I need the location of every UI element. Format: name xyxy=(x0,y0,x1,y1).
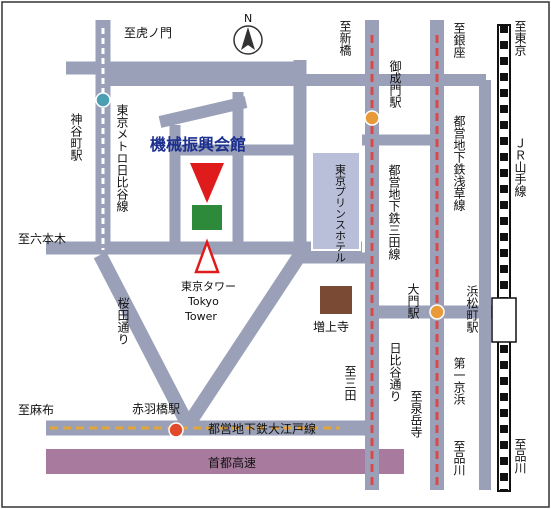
station-akabanebashi: 赤羽橋駅 xyxy=(132,402,180,416)
station-onarimon: 御成門駅 xyxy=(388,59,402,109)
tokyo-tower-icon xyxy=(194,238,220,274)
destination-marker xyxy=(190,163,224,203)
destination-building xyxy=(192,205,222,230)
line-oedo: 都営地下鉄大江戸線 xyxy=(208,421,316,436)
compass-letter: N xyxy=(244,12,252,25)
daimon-station-dot xyxy=(429,304,445,320)
road-tower-diagonal xyxy=(182,251,306,429)
line-asakusa: 都営地下鉄浅草線 xyxy=(452,115,466,211)
line-mita: 都営地下鉄三田線 xyxy=(387,164,401,260)
station-hamamatsucho: 浜松町駅 xyxy=(465,285,479,334)
line-hibiya: 東京メトロ日比谷線 xyxy=(115,104,129,212)
direction-shinagawa-2: 至品川 xyxy=(513,438,527,474)
direction-shinagawa-1: 至品川 xyxy=(452,440,466,476)
direction-roppongi: 至六本木 xyxy=(18,232,66,246)
street-sakuradadori: 桜田通り xyxy=(116,297,130,345)
direction-shinbashi: 至新橋 xyxy=(338,20,352,57)
destination-title: 機械振興会館 xyxy=(150,135,246,154)
road-diagonal-upper xyxy=(158,96,248,128)
onarimon-station-dot xyxy=(364,110,380,126)
tokyo-tower-en2: Tower xyxy=(184,310,217,323)
tokyo-tower-jp: 東京タワー xyxy=(181,279,236,293)
zojoji-label: 増上寺 xyxy=(313,320,349,334)
street-daiichikeihin: 第一京浜 xyxy=(452,357,466,405)
hotel-label: 東京プリンスホテル xyxy=(334,164,347,263)
akabanebashi-station-dot xyxy=(168,422,184,438)
line-expressway: 首都高速 xyxy=(208,455,256,470)
direction-tokyo: 至東京 xyxy=(513,20,527,57)
direction-azabu: 至麻布 xyxy=(18,402,54,417)
kamiyacho-station-dot xyxy=(95,92,111,108)
station-daimon: 大門駅 xyxy=(406,283,420,320)
expressway-band xyxy=(46,449,404,474)
direction-ginza: 至銀座 xyxy=(452,22,466,59)
station-kamiyacho: 神谷町駅 xyxy=(69,113,83,162)
direction-mita: 至三田 xyxy=(343,365,357,401)
road-sakuradadori xyxy=(93,251,195,429)
zojoji-block xyxy=(320,286,352,314)
hamamatsucho-platform xyxy=(491,297,517,343)
direction-sengakuji: 至泉岳寺 xyxy=(409,390,423,438)
line-yamanote: ＪＲ山手線 xyxy=(513,137,527,197)
direction-toranomon: 至虎ノ門 xyxy=(124,26,172,40)
street-hibiyadori: 日比谷通り xyxy=(388,342,402,402)
compass-icon xyxy=(233,25,263,55)
tokyo-tower-en1: Tokyo xyxy=(187,295,219,308)
hotel-block xyxy=(311,151,361,251)
yamanote-line xyxy=(497,24,511,492)
